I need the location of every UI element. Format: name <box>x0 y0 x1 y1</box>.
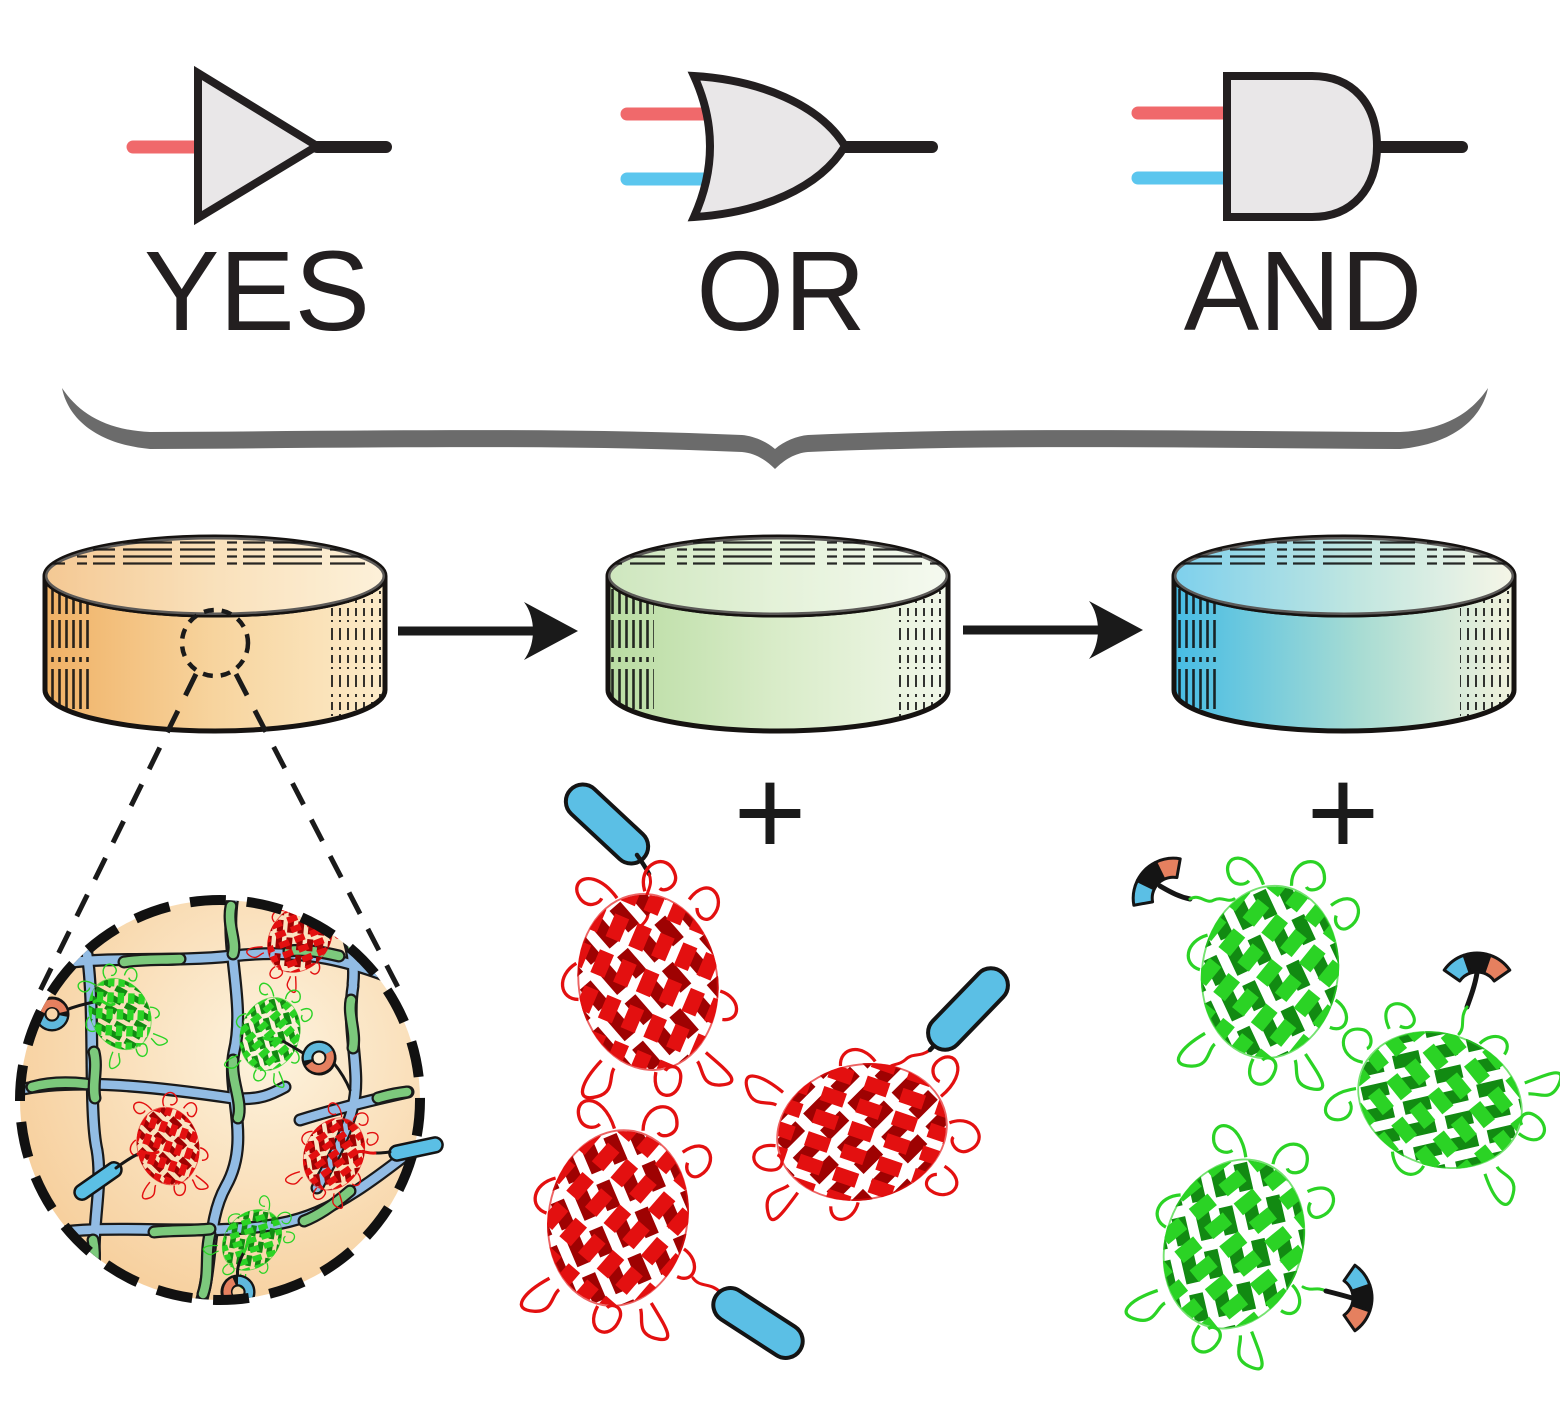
split-tag-arc-1 <box>1120 845 1190 915</box>
rfp-protein-3 <box>704 959 1020 1280</box>
rfp-protein-1 <box>503 775 793 1138</box>
plus-sign-mid: + <box>734 743 807 882</box>
hydrogel-puck-orange <box>42 534 388 734</box>
zoom-cone-line-left <box>35 672 199 997</box>
and-label: AND <box>1184 228 1423 354</box>
plus-sign-right: + <box>1307 743 1380 882</box>
network-zoom-circle <box>15 895 446 1305</box>
brace <box>62 388 1488 469</box>
zoom-source-circle <box>179 607 251 679</box>
zoom-circle-border <box>15 895 425 1305</box>
spytag-capsule-2 <box>704 1279 812 1367</box>
yes-gate-icon <box>126 65 392 226</box>
spytag-capsule-3 <box>919 959 1017 1059</box>
or-label: OR <box>696 228 866 354</box>
and-gate-shape <box>1223 72 1382 221</box>
arrow-2-icon <box>963 601 1143 659</box>
yes-label: YES <box>144 228 370 354</box>
or-gate-shape <box>687 71 850 222</box>
zoom-cone-line-right <box>233 672 405 997</box>
hydrogel-puck-green <box>605 534 951 734</box>
rfp-protein-2 <box>469 1058 812 1378</box>
gfp-protein-1 <box>1120 819 1412 1125</box>
or-gate-icon <box>620 71 938 222</box>
and-gate-icon <box>1131 72 1468 221</box>
arrow-1-icon <box>398 602 578 660</box>
gfp-protein-3 <box>1070 1073 1397 1415</box>
gfp-protein-2 <box>1274 942 1560 1258</box>
buffer-gate-shape <box>194 65 325 226</box>
hydrogel-puck-blue <box>1171 534 1517 734</box>
